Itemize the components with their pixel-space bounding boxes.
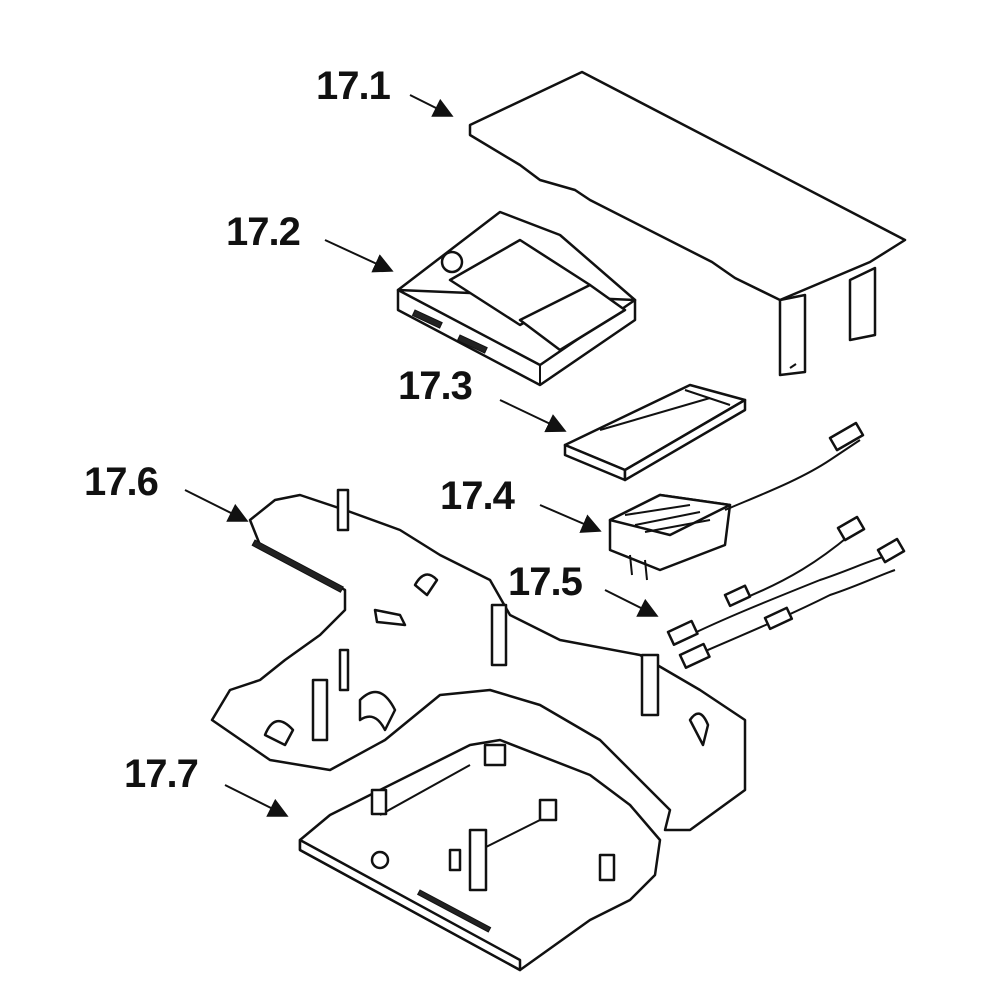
arrow-17-7 bbox=[224, 784, 289, 817]
arrow-17-4 bbox=[539, 504, 602, 533]
part-base-board bbox=[298, 738, 662, 972]
arrow-17-1 bbox=[409, 94, 454, 117]
part-main-board bbox=[210, 488, 747, 832]
label-17-5: 17.5 bbox=[508, 560, 583, 604]
label-17-3: 17.3 bbox=[398, 364, 473, 408]
part-control-module bbox=[396, 210, 637, 387]
arrow-17-5 bbox=[604, 589, 659, 617]
label-17-6: 17.6 bbox=[84, 460, 159, 504]
label-17-4: 17.4 bbox=[440, 474, 515, 518]
label-17-7: 17.7 bbox=[124, 752, 199, 796]
part-cover-plate bbox=[468, 70, 907, 377]
arrow-17-3 bbox=[499, 399, 567, 433]
arrow-17-2 bbox=[324, 239, 394, 273]
label-17-2: 17.2 bbox=[226, 210, 301, 254]
label-17-1: 17.1 bbox=[316, 64, 391, 108]
part-wire-harness bbox=[666, 515, 906, 669]
part-transformer bbox=[608, 421, 865, 581]
arrow-17-6 bbox=[184, 489, 249, 522]
part-circuit-card bbox=[563, 383, 747, 482]
leader-arrows bbox=[184, 94, 659, 817]
